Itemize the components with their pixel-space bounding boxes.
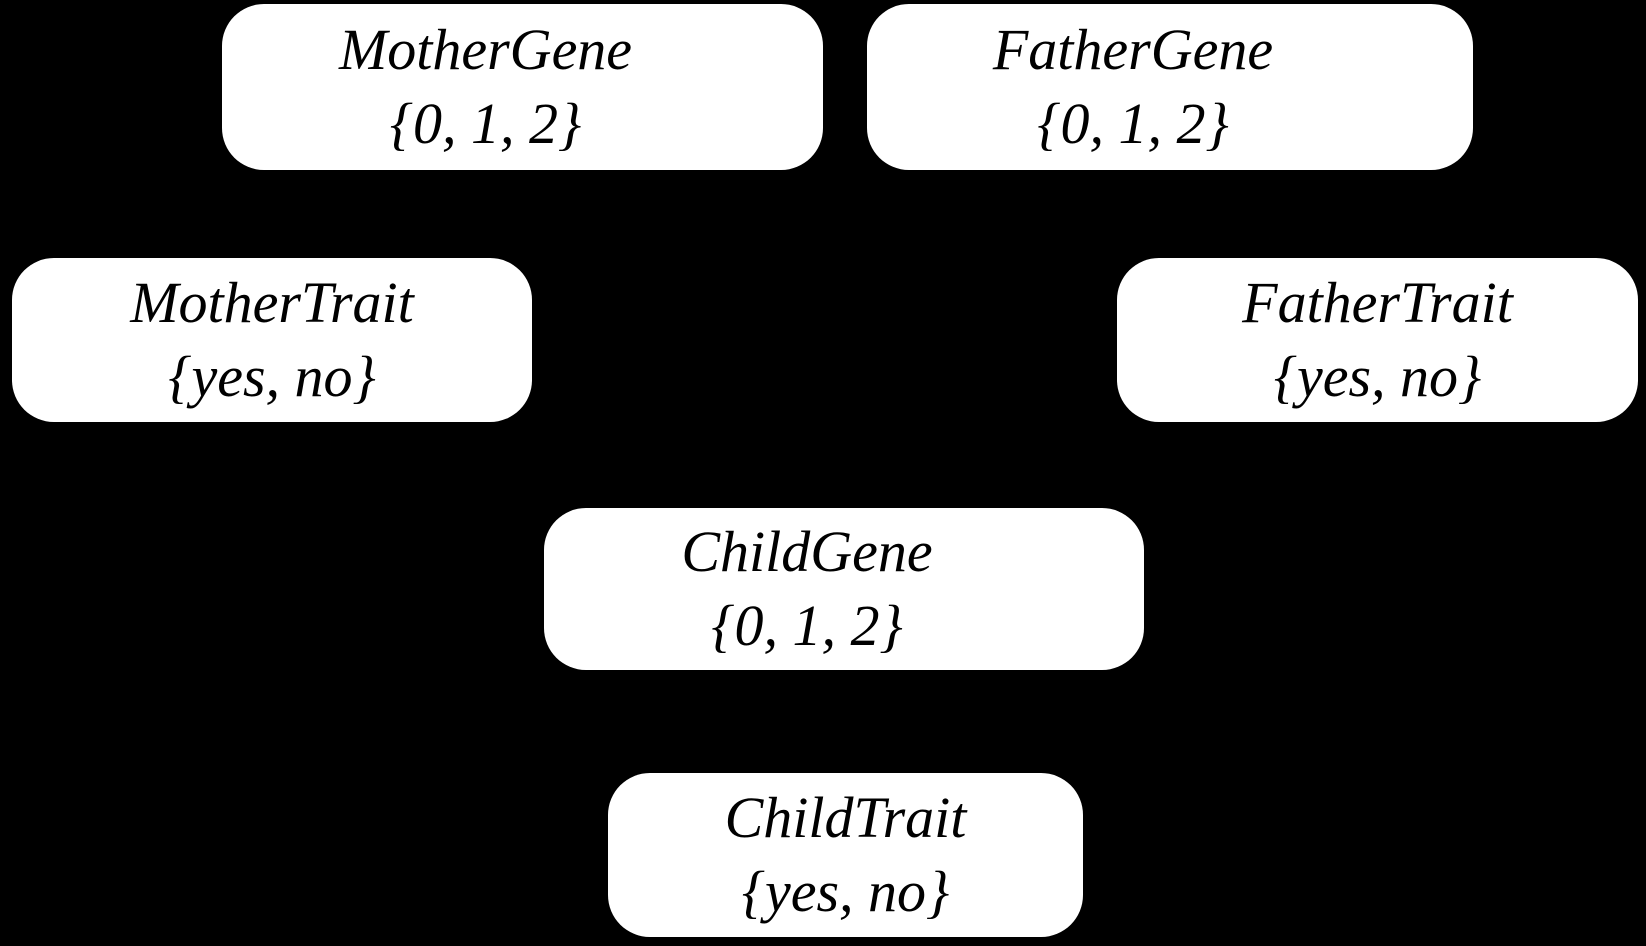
node-mother-gene: MotherGene {0, 1, 2} xyxy=(222,4,823,170)
node-values: {yes, no} xyxy=(741,859,950,924)
node-child-trait: ChildTrait {yes, no} xyxy=(608,773,1083,937)
node-label: MotherGene xyxy=(338,17,633,82)
node-values: {yes, no} xyxy=(168,344,376,409)
node-label: ChildGene xyxy=(681,519,933,584)
node-label: ChildTrait xyxy=(724,785,967,850)
node-label: FatherTrait xyxy=(1242,270,1513,335)
node-label: MotherTrait xyxy=(130,270,414,335)
node-values: {yes, no} xyxy=(1273,344,1482,409)
node-label: FatherGene xyxy=(992,17,1274,82)
node-father-gene: FatherGene {0, 1, 2} xyxy=(867,4,1473,170)
node-values: {0, 1, 2} xyxy=(711,593,903,658)
node-values: {0, 1, 2} xyxy=(389,91,582,156)
node-child-gene: ChildGene {0, 1, 2} xyxy=(544,508,1144,670)
node-father-trait: FatherTrait {yes, no} xyxy=(1117,258,1638,422)
node-values: {0, 1, 2} xyxy=(1037,91,1229,156)
node-mother-trait: MotherTrait {yes, no} xyxy=(12,258,532,422)
